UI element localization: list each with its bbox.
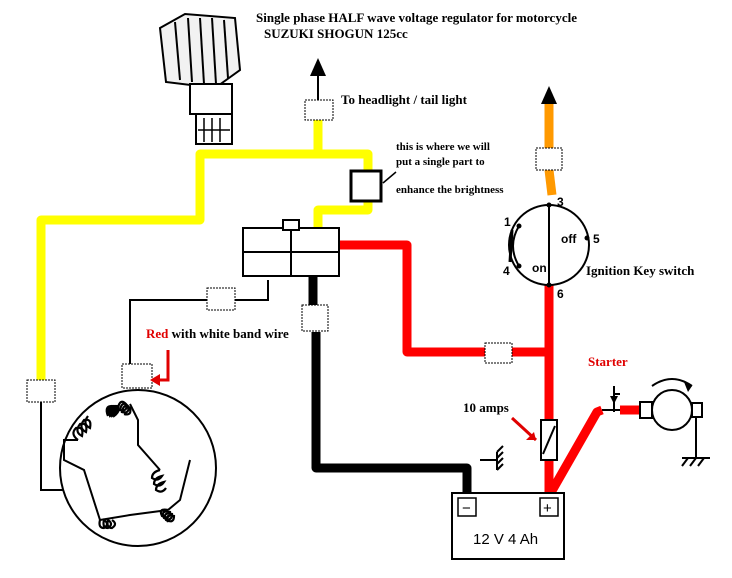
label-red-wire: Red with white band wire <box>146 326 289 341</box>
red-white-pointer-arrow <box>150 350 170 386</box>
brightness-part-box <box>349 169 383 203</box>
fuse <box>540 419 558 461</box>
terminal-3: 3 <box>557 195 564 209</box>
ground-symbol-starter <box>681 457 710 467</box>
terminal-5: 5 <box>593 232 600 246</box>
note-line-1: this is where we will <box>396 141 490 153</box>
connector-red-fuse <box>484 342 513 364</box>
title-line-2: SUZUKI SHOGUN 125cc <box>264 26 408 41</box>
label-headlight: To headlight / tail light <box>341 92 468 107</box>
connector-headlight <box>304 99 334 121</box>
battery <box>451 492 565 560</box>
battery-plus: + <box>543 500 552 517</box>
label-red-word: Red <box>146 326 169 341</box>
connector-yellow-stator <box>26 379 56 403</box>
label-starter: Starter <box>588 354 628 369</box>
label-battery: 12 V 4 Ah <box>473 531 538 548</box>
note-line-3: enhance the brightness <box>396 184 504 196</box>
label-ignition: Ignition Key switch <box>586 263 695 278</box>
connector-red-white <box>121 363 153 389</box>
note-line-2: put a single part to <box>396 156 485 168</box>
connector-black <box>301 304 329 332</box>
label-fuse: 10 amps <box>463 400 509 415</box>
yellow-wire <box>36 115 373 380</box>
starter-motor <box>610 378 703 431</box>
switch-off-label: off <box>561 232 577 246</box>
connectors <box>26 99 563 403</box>
stator <box>59 389 217 547</box>
ignition-switch <box>508 202 590 288</box>
battery-minus: − <box>462 500 471 517</box>
terminal-6: 6 <box>557 287 564 301</box>
regulator-connector <box>242 219 340 277</box>
orange-wire <box>544 100 557 196</box>
regulator-image <box>158 12 242 145</box>
label-red-wire-rest: with white band wire <box>168 326 289 341</box>
terminal-1: 1 <box>504 215 511 229</box>
connector-regulator-stator <box>206 287 236 311</box>
black-wire <box>308 275 472 498</box>
ignition-arrow-icon <box>541 86 557 104</box>
title-line-1: Single phase HALF wave voltage regulator… <box>256 10 577 25</box>
ground-symbol-battery <box>496 445 504 471</box>
terminal-4: 4 <box>503 264 510 278</box>
switch-on-label: on <box>532 261 547 275</box>
connector-ignition <box>535 147 563 171</box>
headlight-arrow-icon <box>310 58 326 76</box>
